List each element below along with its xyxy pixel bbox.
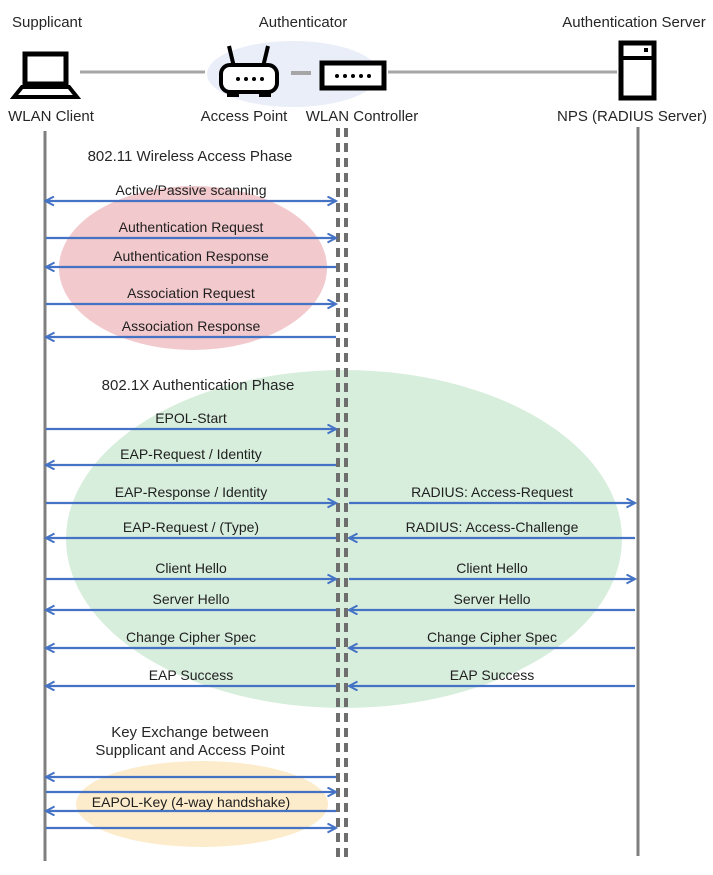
message-label: EAPOL-Key (4-way handshake) [92, 794, 290, 810]
message-label: RADIUS: Access-Challenge [406, 519, 579, 535]
access-point-icon [219, 45, 279, 97]
message-label: Active/Passive scanning [116, 182, 267, 198]
role-authenticator: Authenticator [259, 14, 347, 31]
role-supplicant: Supplicant [12, 14, 83, 31]
message-label: Server Hello [453, 591, 530, 607]
message-label: Association Request [127, 285, 255, 301]
message-label: Client Hello [155, 560, 227, 576]
device-nps-radius-server: NPS (RADIUS Server) [557, 108, 707, 125]
phase-title-key-exchange-line2: Supplicant and Access Point [95, 742, 285, 759]
device-wlan-client: WLAN Client [8, 108, 95, 125]
message-label: Authentication Request [119, 219, 264, 235]
role-authentication-server: Authentication Server [562, 14, 705, 31]
message-label: RADIUS: Access-Request [411, 484, 573, 500]
phase-title-key-exchange-line1: Key Exchange between [111, 724, 269, 741]
message-label: Change Cipher Spec [126, 629, 256, 645]
message-label: Client Hello [456, 560, 528, 576]
wlan-controller-icon [319, 60, 387, 91]
message-label: EAP-Response / Identity [115, 484, 268, 500]
message-label: Association Response [122, 318, 261, 334]
message-label: EAP Success [149, 667, 234, 683]
phase-title-8021x: 802.1X Authentication Phase [102, 377, 295, 394]
laptop-icon [9, 51, 82, 99]
message-label: Authentication Response [113, 248, 269, 264]
message-label: Server Hello [152, 591, 229, 607]
server-icon [618, 40, 657, 101]
device-wlan-controller: WLAN Controller [306, 108, 419, 125]
message-label: EAP-Request / (Type) [123, 519, 259, 535]
phase-title-80211: 802.11 Wireless Access Phase [88, 148, 293, 165]
message-label: EAP-Request / Identity [120, 446, 262, 462]
message-label: Change Cipher Spec [427, 629, 557, 645]
message-label: EPOL-Start [155, 410, 227, 426]
message-label: EAP Success [450, 667, 535, 683]
key-exchange-ellipse [76, 761, 328, 847]
device-access-point: Access Point [201, 108, 289, 125]
